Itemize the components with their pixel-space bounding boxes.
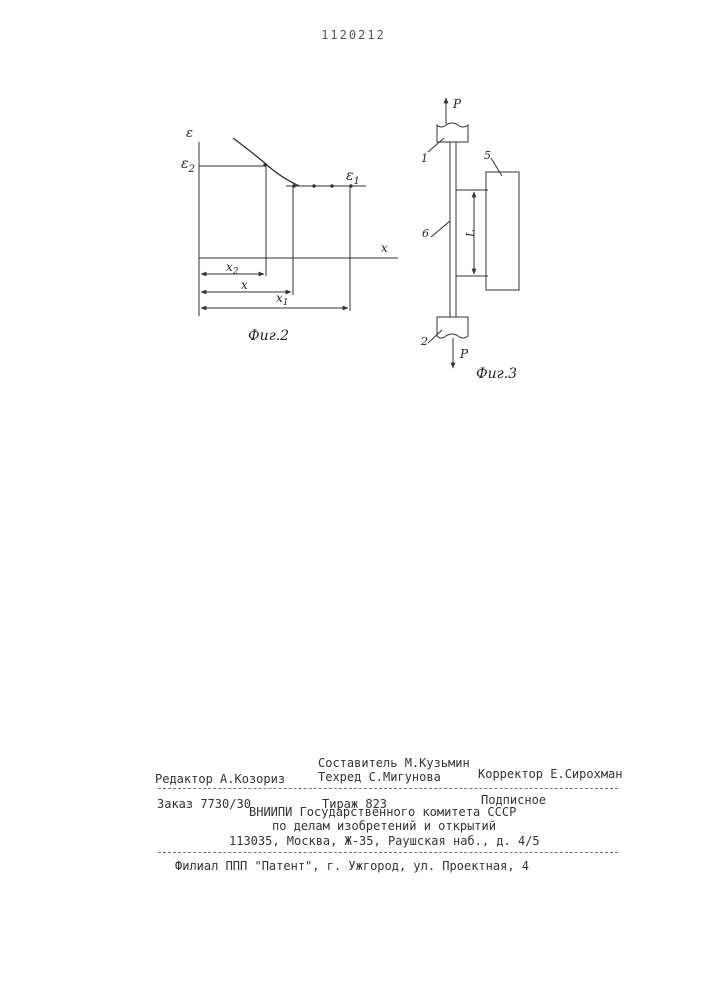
force-label-bottom: P (459, 347, 469, 361)
eps2-label: ε2 (181, 156, 195, 175)
block-5 (486, 172, 519, 290)
grip-bottom (437, 317, 468, 338)
figures: ε x ε2 ε1 x2 x x1 Фиг.2 P P 1 2 5 6 L Фи… (0, 0, 707, 420)
editor-line: Редактор А.Козориз (155, 772, 285, 786)
compiler-line: Составитель М.Кузьмин (318, 756, 470, 770)
force-label-top: P (452, 97, 462, 111)
eps1-label: ε1 (346, 168, 360, 187)
dim-x-label: x (241, 278, 248, 292)
specimen-bar (450, 142, 456, 317)
y-axis-label: ε (186, 126, 193, 141)
org-line-2: по делам изобретений и открытий (272, 819, 496, 833)
address-line: 113035, Москва, Ж-35, Раушская наб., д. … (229, 834, 540, 848)
techred-line: Техред С.Мигунова (318, 770, 441, 784)
figure-2-strain-graph (199, 138, 398, 316)
x-axis-label: x (381, 241, 388, 255)
label-specimen-6: 6 (422, 227, 429, 240)
label-block-5: 5 (484, 149, 491, 162)
org-line-1: ВНИИПИ Государственного комитета СССР (249, 805, 516, 819)
divider-bottom (158, 852, 618, 853)
figure-2-caption: Фиг.2 (248, 328, 289, 344)
divider-top (158, 788, 618, 789)
label-grip-top: 1 (421, 152, 428, 165)
figure-3-caption: Фиг.3 (476, 366, 517, 382)
label-length-L: L (464, 230, 477, 238)
branch-line: Филиал ППП "Патент", г. Ужгород, ул. Про… (175, 859, 529, 873)
data-points (263, 163, 352, 187)
label-grip-bottom: 2 (420, 335, 428, 348)
order-line: Заказ 7730/30 (157, 797, 251, 811)
dim-x1-label: x1 (276, 291, 289, 308)
corrector-line: Корректор Е.Сирохман (478, 767, 623, 781)
grip-top (437, 123, 468, 142)
